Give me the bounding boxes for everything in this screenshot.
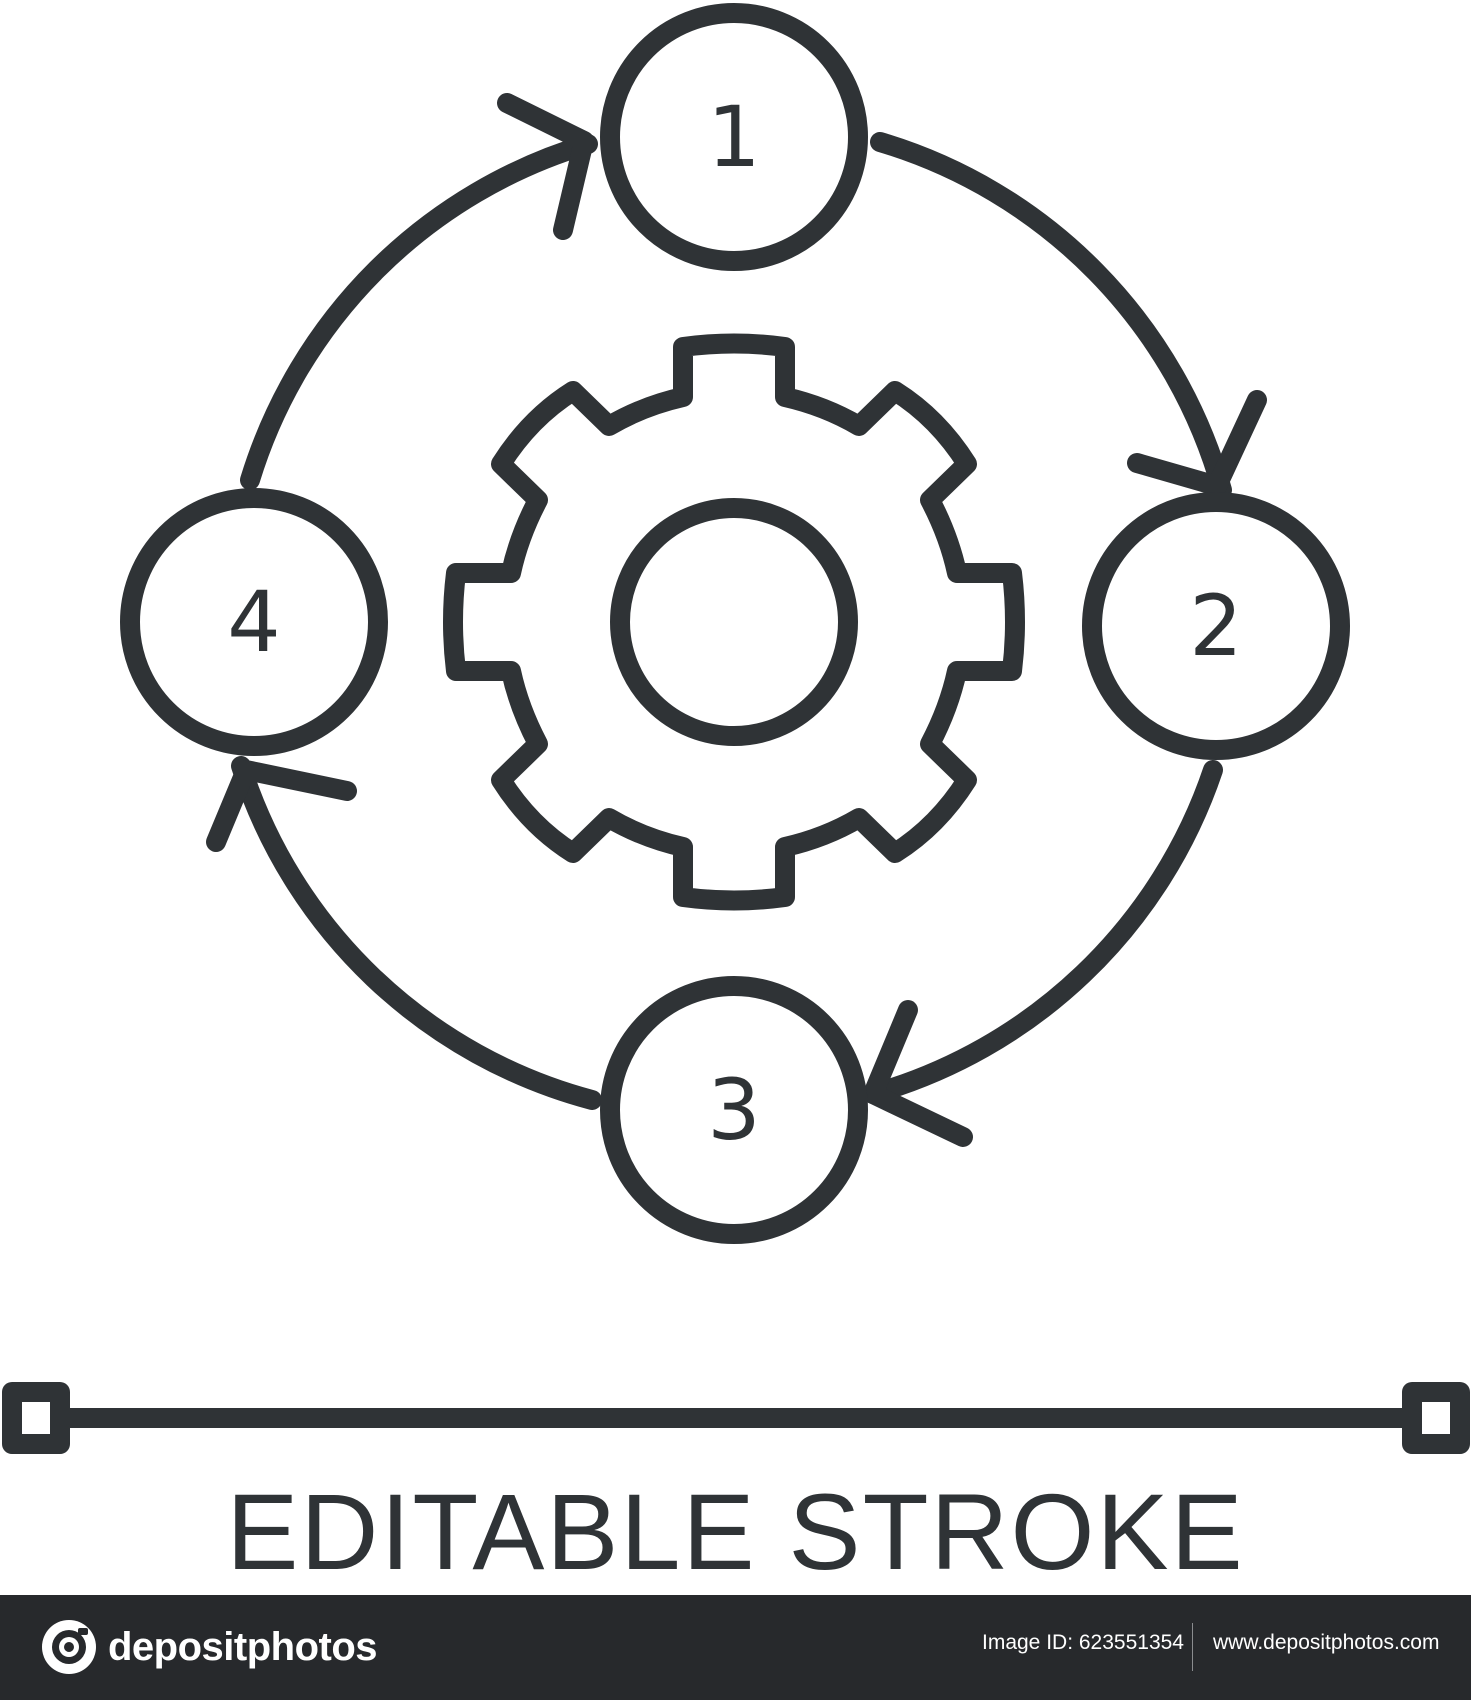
step-node-2 bbox=[1082, 492, 1350, 760]
caption-editable-stroke: EDITABLE STROKE bbox=[226, 1471, 1245, 1592]
step-node-3 bbox=[600, 976, 868, 1244]
arrow-1-to-2 bbox=[870, 132, 1232, 500]
arrowhead-into-2 bbox=[1127, 390, 1267, 496]
footer-divider bbox=[1192, 1623, 1193, 1671]
gear-icon bbox=[443, 333, 1025, 911]
arrow-2-to-3 bbox=[863, 760, 1223, 1104]
arrowhead-into-4 bbox=[206, 760, 357, 852]
stroke-handle-left bbox=[2, 1382, 70, 1454]
step-label-4: 4 bbox=[227, 573, 280, 671]
cycle-diagram: 1 2 3 4 bbox=[2, 3, 1470, 1454]
arrowhead-into-1 bbox=[497, 93, 594, 240]
step-node-1 bbox=[600, 3, 868, 271]
step-label-1: 1 bbox=[707, 88, 760, 186]
arrow-4-to-1 bbox=[240, 134, 598, 490]
camera-logo-icon bbox=[42, 1620, 96, 1674]
step-node-4 bbox=[120, 488, 388, 756]
stock-footer-bar: depositphotos Image ID: 623551354 www.de… bbox=[0, 1595, 1471, 1700]
brand-name: depositphotos bbox=[108, 1624, 378, 1669]
step-label-3: 3 bbox=[707, 1061, 760, 1159]
stroke-handle-right bbox=[1402, 1382, 1470, 1454]
brand-logo-group[interactable]: depositphotos bbox=[40, 1615, 378, 1679]
step-label-2: 2 bbox=[1189, 577, 1242, 675]
image-id-text: Image ID: 623551354 bbox=[982, 1631, 1184, 1654]
arrowhead-into-3 bbox=[863, 1000, 973, 1147]
arrow-3-to-4 bbox=[231, 756, 602, 1110]
site-url-link[interactable]: www.depositphotos.com bbox=[1213, 1631, 1440, 1654]
